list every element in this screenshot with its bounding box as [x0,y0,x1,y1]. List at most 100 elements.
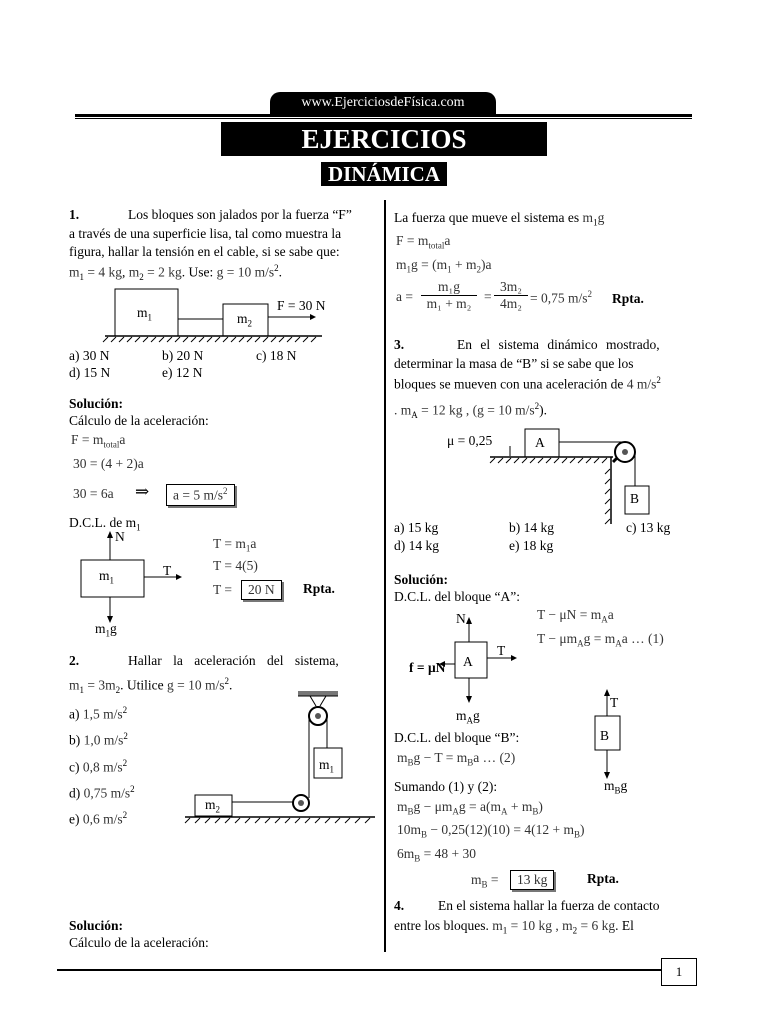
block-a-label: A [535,435,545,450]
fbd-block-a [439,617,517,703]
equation: 6mB = 48 + 30 [397,846,477,864]
problem-text: bloques se mueven con una aceleración de… [394,375,661,392]
problem-text: En el sistema dinámico mostrado, [457,337,660,352]
solution-subheading: Cálculo de la aceleración: [69,413,209,428]
equation: mBg − μmAg = a(mA + mB) [397,799,543,817]
label-m2: m2 [237,311,253,329]
option-c: c) 18 N [256,348,297,363]
sum-label: Sumando (1) y (2): [394,779,498,794]
option-b: b) 1,0 m/s2 [69,731,128,748]
option-a: a) 15 kg [394,520,439,535]
equation: T = [213,582,232,597]
problem-text: figura, hallar la tensión en el cable, s… [69,244,340,259]
tension-label: T [497,643,506,658]
dcl-label: D.C.L. de m1 [69,515,141,533]
block-label: B [600,728,610,743]
mu-label: μ = 0,25 [447,433,493,448]
problem-number: 3. [394,337,405,352]
given-values: . mA = 12 kg , (g = 10 m/s2). [394,401,547,421]
option-a: a) 30 N [69,348,110,363]
equation-a: a = [396,289,413,304]
problem-text: entre los bloques. m1 = 10 kg , m2 = 6 k… [394,918,634,936]
friction-label: f = μN [409,660,446,675]
option-c: c) 0,8 m/s2 [69,758,128,775]
problem-number: 1. [69,207,80,222]
solution-subheading: Cálculo de la aceleración: [69,935,209,950]
fbd-block-b [594,689,621,779]
option-b: b) 14 kg [509,520,554,535]
result: = 0,75 m/s2 [530,289,592,306]
tension-label: T [163,563,172,578]
given-values: m1 = 4 kg, m2 = 2 kg. Use: g = 10 m/s2. [69,263,283,283]
figure-blocks-1 [102,288,322,343]
solution-heading: Solución: [69,918,124,933]
condition: m1 = 3m2. Utilice g = 10 m/s2. [69,676,233,696]
answer-label: Rpta. [587,871,619,886]
column-divider [384,200,386,952]
weight-label: mAg [456,708,480,726]
problem-text: determinar la masa de “B” si se sabe que… [394,356,634,371]
header-rule [75,114,692,117]
solution-heading: Solución: [394,572,449,587]
equation: mBg − T = mBa … (2) [397,750,516,768]
answer-label: Rpta. [612,291,644,306]
label-force: F = 30 N [277,298,326,313]
page-number: 1 [661,958,697,986]
equation: T − μmAg = mAa … (1) [537,631,664,649]
page-title: EJERCICIOS RESUELTOS [221,122,547,188]
dcl-b-label: D.C.L. del bloque “B”: [394,730,520,745]
problem-text: En el sistema hallar la fuerza de contac… [438,898,660,913]
problem-text: Hallar la aceleración del sistema, [128,653,339,668]
result-box: a = 5 m/s2 [166,484,235,506]
website-banner: www.EjerciciosdeFísica.com [270,92,496,114]
equation: m1g = (m1 + m2)a [396,257,492,275]
equation: T = m1a [213,536,257,554]
header-rule-thin [75,118,692,119]
tension-label: T [610,695,619,710]
label-m1: m1 [319,757,335,775]
label-m2: m2 [205,797,221,815]
problem-text: Los bloques son jalados por la fuerza “F… [128,207,352,222]
weight-label: mBg [604,778,628,796]
answer-label: Rpta. [303,581,335,596]
result-box: 13 kg [510,870,555,890]
option-b: b) 20 N [162,348,204,363]
option-d: d) 15 N [69,365,111,380]
page-subtitle: DINÁMICA [321,162,447,186]
fraction-1: m₁g m₁ + m₂ [421,279,477,312]
problem-number: 4. [394,898,405,913]
dcl-a-label: D.C.L. del bloque “A”: [394,589,520,604]
option-e: e) 12 N [162,365,203,380]
equation: 10mB − 0,25(12)(10) = 4(12 + mB) [397,822,585,840]
result-box: 20 N [241,580,282,600]
block-label: m1 [99,568,115,586]
option-d: d) 14 kg [394,538,439,553]
block-label: A [463,654,473,669]
figure-incline-3 [489,428,650,525]
weight-label: m1g [95,621,117,639]
figure-pulley-2 [184,691,375,824]
solution-heading: Solución: [69,396,124,411]
label-m1: m1 [137,305,153,323]
result: mB = [471,872,499,890]
equation: F = mtotala [71,432,126,450]
block-b-label: B [630,491,640,506]
equation: T = 4(5) [213,558,258,573]
equation: F = mtotala [396,233,451,251]
normal-label: N [115,529,125,544]
equation: 30 = 6a [73,486,114,501]
fbd-m1 [80,531,182,623]
equation: T − μN = mAa [537,607,614,625]
footer-rule [57,969,661,971]
equals: = [484,289,492,304]
option-d: d) 0,75 m/s2 [69,784,135,801]
option-a: a) 1,5 m/s2 [69,705,128,722]
normal-label: N [456,611,466,626]
implies-arrow: ⇒ [135,482,150,501]
option-e: e) 0,6 m/s2 [69,810,128,827]
option-c: c) 13 kg [626,520,671,535]
option-e: e) 18 kg [509,538,554,553]
problem-text: a través de una superficie lisa, tal com… [69,226,342,241]
text-line: La fuerza que mueve el sistema es m1g [394,210,605,228]
problem-number: 2. [69,653,80,668]
